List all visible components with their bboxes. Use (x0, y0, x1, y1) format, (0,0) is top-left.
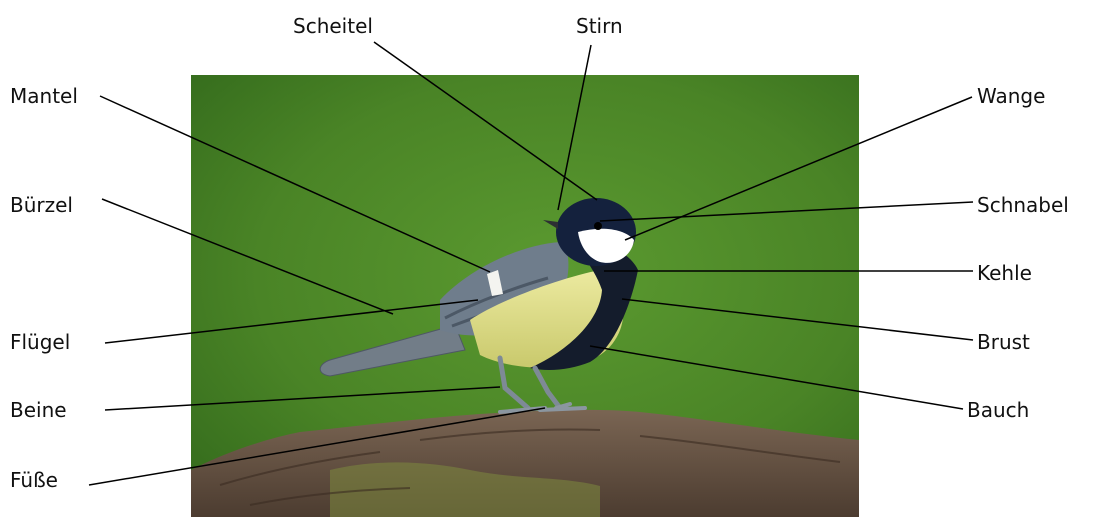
branch-texture (219, 428, 841, 506)
bird-beak (543, 220, 558, 229)
leader-line-beine (104, 386, 501, 411)
bird-cheek (578, 228, 634, 263)
label-schnabel: Schnabel (977, 193, 1069, 217)
label-buerzel: Bürzel (10, 193, 73, 217)
label-wange: Wange (977, 84, 1046, 108)
branch-moss (330, 462, 600, 517)
label-mantel: Mantel (10, 84, 78, 108)
label-bauch: Bauch (967, 398, 1030, 422)
leader-line-fluegel (104, 299, 479, 344)
label-brust: Brust (977, 330, 1030, 354)
leader-lines (88, 41, 974, 486)
leader-line-bauch (589, 345, 964, 410)
leader-line-schnabel (599, 201, 974, 222)
label-fuesse: Füße (10, 468, 58, 492)
bird-tail (319, 324, 466, 377)
bird-nape-patch (487, 270, 503, 296)
leader-line-buerzel (101, 198, 394, 315)
label-stirn: Stirn (576, 14, 623, 38)
label-kehle: Kehle (977, 261, 1032, 285)
label-fluegel: Flügel (10, 330, 71, 354)
label-beine: Beine (10, 398, 67, 422)
leader-line-mantel (99, 95, 491, 273)
bird-legs (497, 355, 563, 411)
bird-throat-stripe (530, 241, 638, 370)
bird-eye (594, 222, 602, 230)
leader-line-fuesse (88, 407, 546, 486)
leader-line-scheitel (373, 41, 598, 201)
leader-line-brust (621, 298, 974, 341)
label-scheitel: Scheitel (293, 14, 373, 38)
leader-line-stirn (557, 44, 592, 211)
